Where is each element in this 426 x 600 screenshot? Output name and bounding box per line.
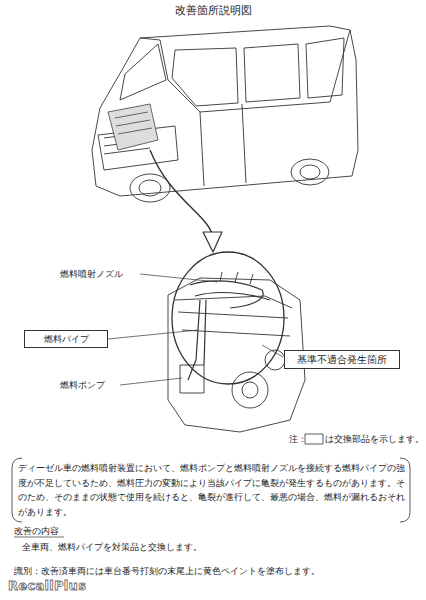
van-engine-view [108, 104, 158, 150]
van-hub [300, 165, 320, 179]
node-text: 燃料パイプ [25, 331, 107, 347]
diagram-title: 改善箇所説明図 [0, 4, 426, 18]
note-label: 注： [289, 433, 307, 445]
note-square [305, 434, 323, 444]
part-label: 燃料噴射ノズル [60, 268, 123, 280]
van-door-line [200, 112, 204, 186]
remedy-text: 全車両、燃料パイプを対策品と交換します。 [22, 541, 202, 553]
pointer-arrow [150, 150, 213, 238]
van-wheel [291, 159, 329, 185]
section-heading: 改善の内容 [14, 525, 59, 537]
fuel-pipes [190, 281, 270, 308]
leader-line [120, 378, 182, 385]
highlight-circle [172, 252, 284, 384]
node-text: 基準不適合発生箇所 [285, 351, 399, 368]
van-wheel [130, 174, 170, 202]
van-engine-pipes [115, 112, 152, 134]
defect-location-box: 基準不適合発生箇所 [284, 350, 400, 369]
van-hub [139, 180, 161, 196]
engine-hub [242, 382, 258, 398]
underline [14, 537, 64, 538]
description-box: ディーゼル車の燃料噴射装置において、燃料ポンプと燃料噴射ノズルを接続する燃料パイ… [18, 461, 406, 519]
node-text: ディーゼル車の燃料噴射装置において、燃料ポンプと燃料噴射ノズルを接続する燃料パイ… [18, 461, 406, 519]
leader-line [262, 345, 283, 357]
van-window [244, 44, 300, 102]
engine-detail [175, 296, 292, 336]
watermark: RecallPlus [8, 580, 86, 592]
leader-line [108, 330, 198, 339]
van-window [306, 38, 344, 98]
van-body [92, 26, 358, 196]
leader-line [140, 274, 218, 282]
arrow-head [203, 232, 222, 252]
van-windshield [120, 44, 166, 100]
identification-text: 識別：改善済車両には車台番号打刻の末尾上に黄色ペイントを塗布します。 [14, 565, 320, 577]
part-label: 燃料ポンプ [60, 379, 105, 391]
note-label: は交換部品を示します。 [325, 433, 424, 445]
engine-pulley [232, 372, 268, 408]
van-window [172, 48, 238, 106]
part-box: 燃料パイプ [24, 330, 108, 348]
van-roofline [140, 30, 350, 112]
van-door-line [242, 104, 246, 183]
injection-nozzles [220, 272, 253, 284]
